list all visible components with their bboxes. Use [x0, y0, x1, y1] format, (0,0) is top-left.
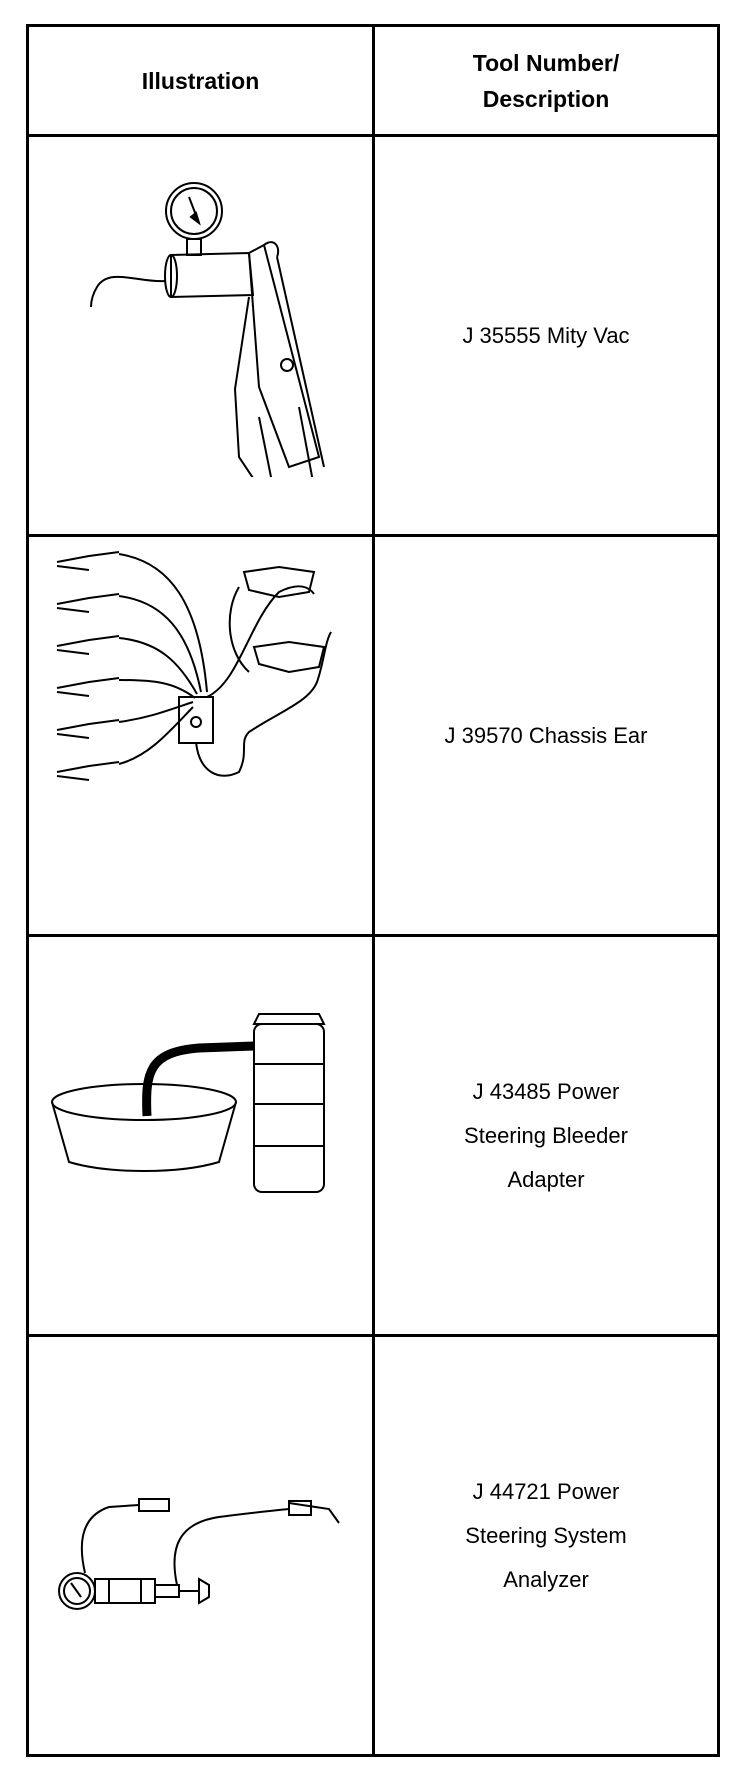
header-tool-number-label: Tool Number/ — [472, 49, 620, 76]
tool-chassis-ear-label: J 39570 Chassis Ear — [444, 722, 648, 748]
row-divider — [29, 1334, 717, 1337]
tool-table: Illustration Tool Number/ Description J … — [26, 24, 720, 1757]
row-divider — [29, 134, 717, 137]
header-description-label: Description — [482, 85, 610, 112]
header-illustration-label: Illustration — [141, 67, 260, 94]
column-divider — [372, 27, 375, 1754]
tool-bleeder-line-1: J 43485 Power — [472, 1078, 620, 1104]
row-divider — [29, 534, 717, 537]
tool-analyzer-line-1: J 44721 Power — [472, 1478, 620, 1504]
chassis-ear-clamps-icon — [56, 551, 332, 781]
tool-bleeder-line-2: Steering Bleeder — [464, 1122, 628, 1148]
tool-analyzer-line-3: Analyzer — [503, 1566, 589, 1592]
row-3-description: J 43485 Power Steering Bleeder Adapter — [375, 937, 717, 1334]
bleeder-adapter-bucket-icon — [51, 1013, 326, 1193]
header-illustration: Illustration — [29, 27, 372, 134]
tool-analyzer-line-2: Steering System — [465, 1522, 627, 1548]
header-tool-description: Tool Number/ Description — [375, 27, 717, 134]
row-1-description: J 35555 Mity Vac — [375, 137, 717, 534]
mity-vac-vacuum-pump-icon — [90, 182, 325, 477]
row-divider — [29, 934, 717, 937]
tool-mity-vac-label: J 35555 Mity Vac — [462, 322, 630, 348]
steering-analyzer-gauge-icon — [58, 1498, 340, 1610]
row-2-description: J 39570 Chassis Ear — [375, 537, 717, 934]
tool-bleeder-line-3: Adapter — [507, 1166, 585, 1192]
row-4-description: J 44721 Power Steering System Analyzer — [375, 1337, 717, 1734]
